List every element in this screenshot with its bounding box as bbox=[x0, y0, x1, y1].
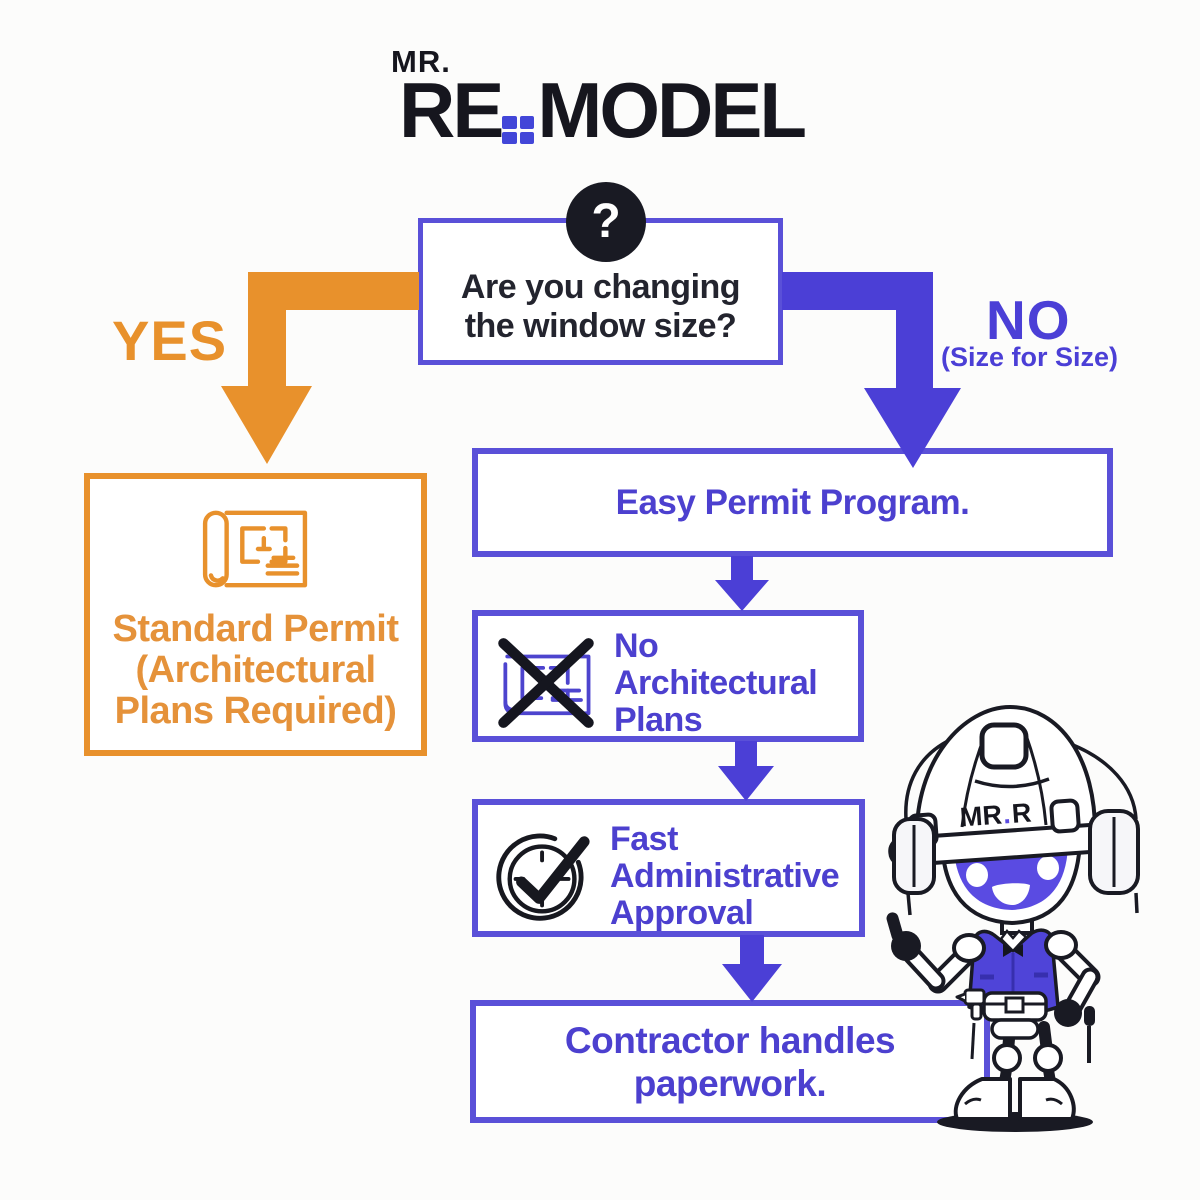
branch-label-no-sub: (Size for Size) bbox=[941, 342, 1119, 372]
yes-arrow bbox=[221, 272, 419, 464]
no-plans-line-2: Architectural bbox=[614, 663, 818, 702]
question-line-2: the window size? bbox=[464, 307, 737, 345]
no-arrow bbox=[782, 272, 961, 468]
question-line-1: Are you changing bbox=[460, 268, 741, 306]
clock-check-icon bbox=[496, 833, 590, 921]
drill-tool-icon bbox=[955, 988, 986, 1060]
logo-model-text: MODEL bbox=[537, 66, 807, 154]
easy-permit-box: Easy Permit Program. bbox=[472, 448, 1113, 557]
window-pane-icon bbox=[502, 116, 535, 144]
logo-mr-text: MR. bbox=[391, 44, 451, 79]
logo: RE MODEL bbox=[399, 66, 807, 154]
svg-text:MR: MR bbox=[959, 800, 1003, 833]
mascot-thumbs-up-arm bbox=[886, 912, 979, 994]
mascot-tool-belt bbox=[955, 988, 1095, 1063]
fast-approval-line-2: Administrative bbox=[610, 856, 840, 895]
fast-approval-box: Fast Administrative Approval bbox=[472, 799, 865, 937]
screwdriver-tool-icon bbox=[1084, 1006, 1095, 1063]
standard-permit-line-2: (Architectural bbox=[135, 649, 376, 691]
svg-text:R: R bbox=[1011, 798, 1033, 829]
no-plans-line-3: Plans bbox=[614, 700, 703, 739]
mascot-hard-hat: MR . R bbox=[888, 705, 1120, 926]
mascot-hat-label: MR . R bbox=[959, 798, 1032, 833]
fast-approval-line-1: Fast bbox=[610, 819, 678, 858]
contractor-line-1: Contractor handles bbox=[564, 1019, 896, 1061]
standard-permit-line-1: Standard Permit bbox=[112, 608, 399, 650]
logo-re-text: RE bbox=[399, 66, 504, 154]
standard-permit-box: Standard Permit (Architectural Plans Req… bbox=[84, 473, 427, 756]
easy-permit-label: Easy Permit Program. bbox=[615, 482, 970, 522]
mascot-headphone-band bbox=[904, 737, 1139, 916]
blueprint-icon bbox=[202, 510, 307, 588]
no-plans-box: No Architectural Plans bbox=[472, 610, 864, 742]
arrow-fast-to-contractor bbox=[722, 935, 782, 1002]
arrow-easy-to-noplans bbox=[715, 556, 769, 611]
question-mark-icon: ? bbox=[566, 182, 646, 262]
arrow-noplans-to-fast bbox=[718, 741, 774, 801]
contractor-line-2: paperwork. bbox=[633, 1062, 827, 1104]
contractor-box: Contractor handles paperwork. bbox=[470, 1000, 990, 1123]
question-mark-glyph: ? bbox=[591, 195, 621, 248]
mr-r-mascot: MR . R bbox=[886, 705, 1140, 1132]
mascot-smile bbox=[992, 883, 1030, 905]
branch-label-no: NO bbox=[986, 289, 1071, 351]
branch-label-yes: YES bbox=[112, 309, 228, 372]
standard-permit-line-3: Plans Required) bbox=[114, 690, 397, 732]
no-plans-line-1: No bbox=[614, 626, 659, 665]
svg-text:.: . bbox=[1002, 799, 1012, 829]
fast-approval-line-3: Approval bbox=[610, 893, 754, 932]
blueprint-crossed-icon bbox=[498, 638, 594, 728]
